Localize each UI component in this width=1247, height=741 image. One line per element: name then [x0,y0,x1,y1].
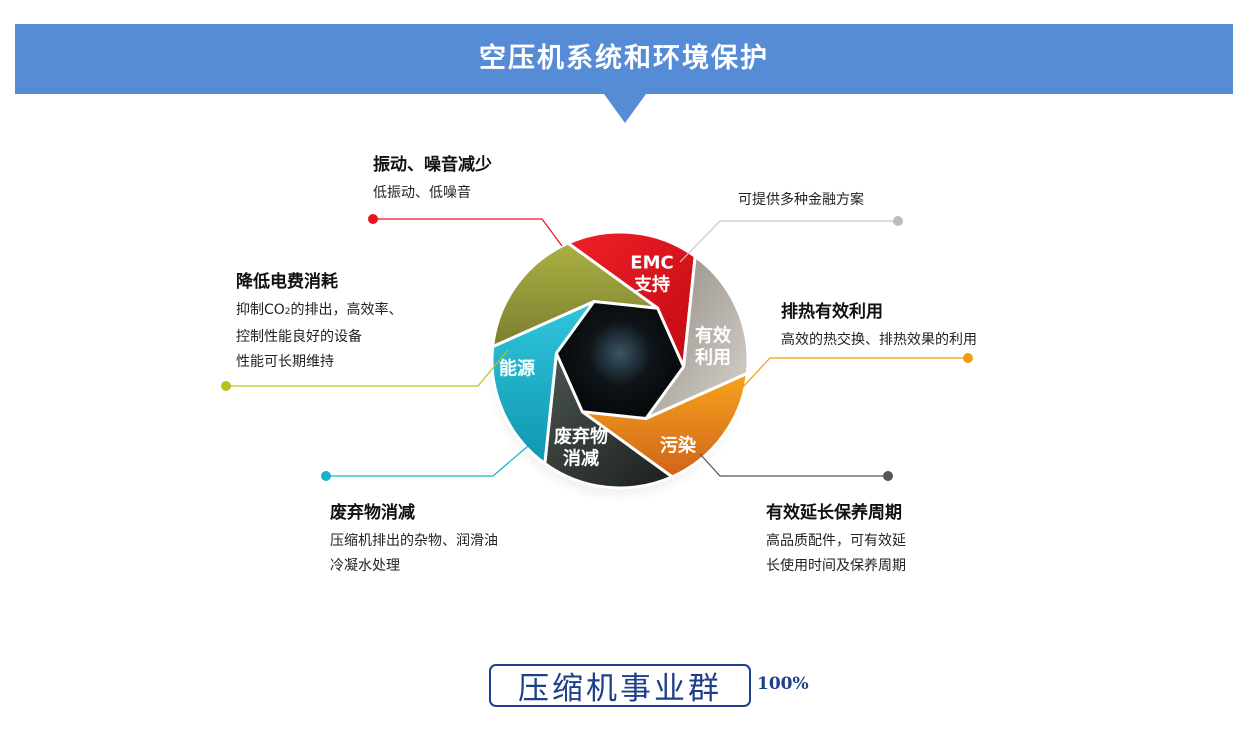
company-logo: 压缩机事业群 [489,664,751,707]
callout-energy-line-1: 抑制CO2的排出，高效率、 [236,298,403,325]
connector-heat [741,357,968,389]
callout-energy-rest: 的排出，高效率、 [290,302,403,318]
wheel-label-emc-1: EMC [630,253,673,274]
callout-maintenance-line-2: 长使用时间及保养周期 [766,558,906,574]
callout-energy-title: 降低电费消耗 [236,272,338,292]
callout-vibration-line: 低振动、低噪音 [373,185,471,201]
dot-waste [321,471,331,481]
callout-energy-subscript: 2 [284,307,291,317]
wheel-label-pollution: 污染 [660,436,697,457]
connector-emc [679,220,898,263]
wheel-label-waste-reduction-2: 消减 [563,448,599,470]
wheel-label-efficient-use-1: 有效 [695,325,732,347]
connector-energy [226,349,509,387]
callout-maintenance-title: 有效延长保养周期 [766,503,902,523]
callout-emc: 可提供多种金融方案 [738,188,864,213]
page-title: 空压机系统和环境保护 [479,43,769,74]
dot-heat [963,353,973,363]
callout-energy: 降低电费消耗 抑制CO2的排出，高效率、 控制性能良好的设备 性能可长期维持 [236,267,403,375]
connector-maintenance [699,453,888,477]
dot-maintenance [883,471,893,481]
header-banner: 空压机系统和环境保护 [15,24,1233,94]
wheel-segment-energy [491,241,660,349]
callout-waste-line-1: 压缩机排出的杂物、润滑油 [330,533,498,549]
logo-text: 压缩机事业群 [518,671,722,707]
callout-waste: 废弃物消减 压缩机排出的杂物、润滑油 冷凝水处理 [330,498,498,579]
wheel-label-energy: 能源 [499,358,535,380]
dot-energy [221,381,231,391]
callout-emc-line: 可提供多种金融方案 [738,192,864,208]
connector-vibration [373,218,563,247]
dot-emc [893,216,903,226]
callout-maintenance-line-1: 高品质配件，可有效延 [766,533,906,549]
banner-pointer [604,94,646,123]
wheel-label-waste-reduction-1: 废弃物 [554,426,608,448]
callout-vibration: 振动、噪音减少 低振动、低噪音 [373,150,492,206]
callout-waste-title: 废弃物消减 [330,503,415,523]
wheel-label-emc-2: 支持 [633,274,670,296]
logo-badge: 100% [757,674,809,694]
dot-vibration [368,214,378,224]
wheel-core [556,296,684,424]
callout-heat: 排热有效利用 高效的热交换、排热效果的利用 [781,297,977,353]
connector-waste [326,445,529,477]
wheel-label-efficient-use-2: 利用 [695,347,731,369]
callout-maintenance: 有效延长保养周期 高品质配件，可有效延 长使用时间及保养周期 [766,498,906,579]
callout-energy-line-2: 控制性能良好的设备 [236,329,362,345]
callout-energy-line-3: 性能可长期维持 [236,354,334,370]
callout-waste-line-2: 冷凝水处理 [330,558,400,574]
callout-vibration-title: 振动、噪音减少 [373,155,492,175]
callout-heat-line: 高效的热交换、排热效果的利用 [781,332,977,348]
callout-heat-title: 排热有效利用 [781,302,883,322]
callout-energy-co-text: 抑制CO [236,302,285,318]
